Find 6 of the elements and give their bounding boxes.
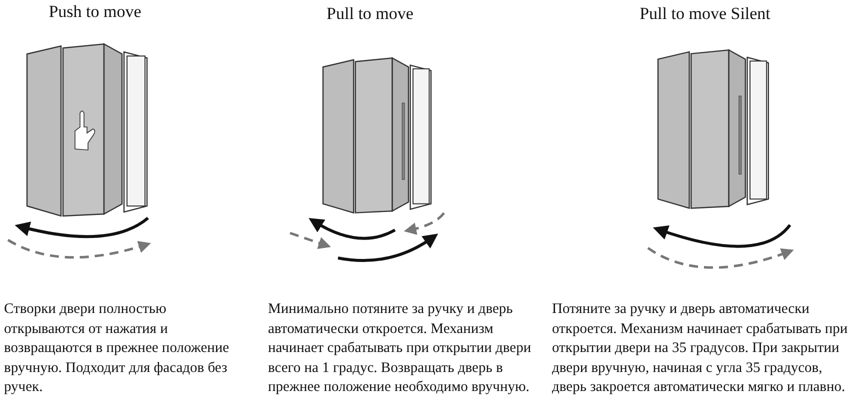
section-heading: Pull to move Silent	[640, 4, 770, 24]
description-paragraph: Минимально потяните за ручку и дверь автоматически откроется. Механизм начинает срабатывать при открытии двери всего на 1 градус. Возвращать дверь в прежнее положение необходимо вручную.	[268, 300, 532, 397]
section-heading: Pull to move	[326, 4, 414, 24]
description-paragraph: Створки двери полностью открываются от нажатия и возвращаются в прежнее положение вручную. Подходит для фасадов без ручек.	[4, 300, 230, 397]
section-heading: Push to move	[48, 2, 142, 22]
description-paragraph: Потяните за ручку и дверь автоматически откроется. Механизм начинает срабатывать при открытии двери на 35 градусов. При закрытии двери вручную, начиная с угла 35 градусов, дверь закроется автоматически мягко и плавно.	[552, 300, 849, 397]
